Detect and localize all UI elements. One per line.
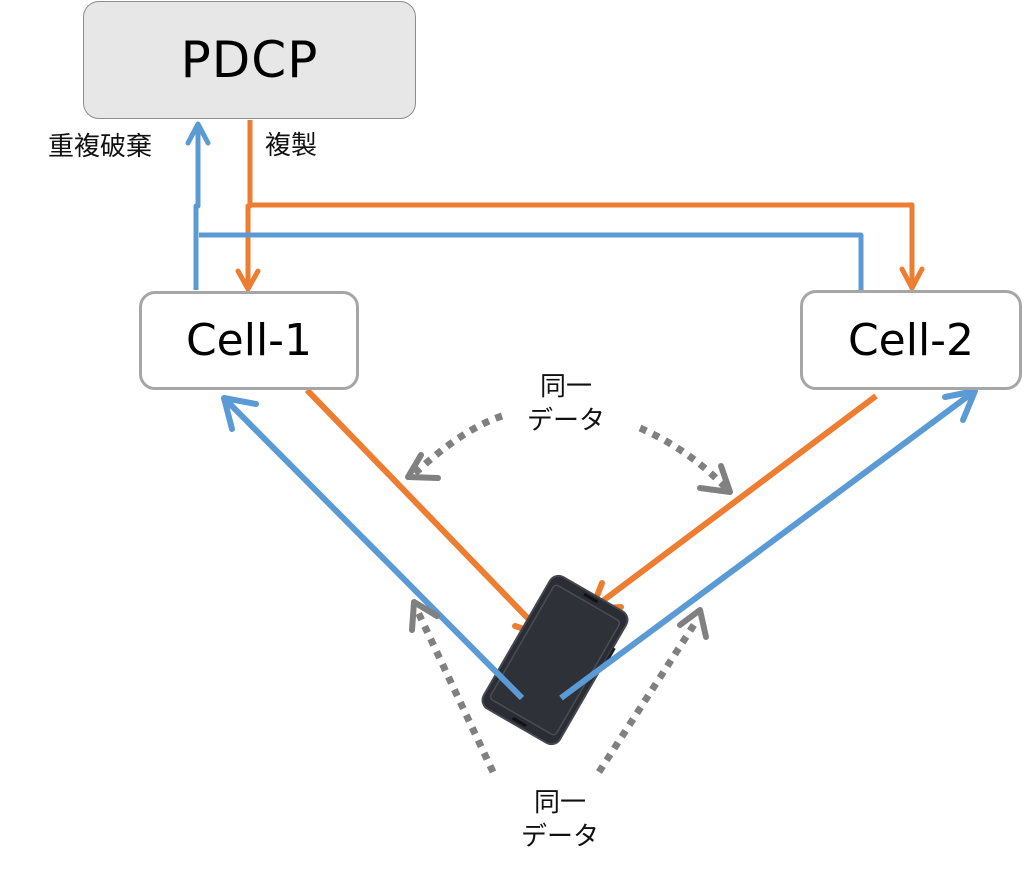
same-data-arrows — [405, 412, 733, 774]
ue-to-cell2-line — [559, 388, 977, 701]
cell2-label: Cell-2 — [847, 314, 975, 366]
pdcp-to-cell2-arrowhead — [899, 266, 925, 291]
same-data-top-right-arrowhead — [697, 463, 733, 495]
same-data-bottom-left-arrowhead — [409, 599, 440, 633]
cell2-to-ue-line — [590, 393, 878, 612]
same-data-bottom-line2: データ — [520, 822, 599, 852]
cell2-node: Cell-2 — [800, 290, 1022, 390]
uplink-cells-to-pdcp — [185, 121, 864, 290]
same-data-top-line2: データ — [526, 406, 605, 436]
pdcp-to-cell1-arrowhead — [235, 268, 261, 292]
cell1-node: Cell-1 — [139, 291, 359, 390]
same-data-top-right-dotted — [638, 424, 731, 493]
cell1-to-pdcp-arrowhead — [185, 121, 211, 146]
smartphone-icon — [481, 574, 629, 746]
same-data-bottom-label: 同一 データ — [490, 786, 630, 854]
same-data-bottom-left-dotted — [414, 610, 497, 774]
cell2-to-pdcp-line — [199, 232, 864, 290]
ue-to-cell1-arrowhead — [221, 395, 259, 432]
same-data-top-line1: 同一 — [539, 372, 592, 402]
pdcp-to-cell2-line — [250, 202, 915, 289]
ue-to-cell2-arrowhead — [942, 388, 978, 423]
same-data-top-left-arrowhead — [405, 452, 441, 481]
cell1-to-pdcp-line — [193, 124, 201, 290]
downlink-duplicate-label: 複製 — [265, 131, 318, 161]
uplink-dedup-label: 重複破棄 — [48, 132, 153, 162]
pdcp-to-cell1-line — [245, 120, 253, 290]
pdcp-node: PDCP — [83, 1, 416, 119]
cell1-to-ue-line — [304, 387, 548, 639]
same-data-bottom-line1: 同一 — [533, 788, 586, 818]
ue-to-cell1-line — [221, 395, 525, 701]
same-data-bottom-right-arrowhead — [677, 607, 709, 640]
same-data-top-left-dotted — [407, 412, 504, 481]
uplink-ue-to-cells — [221, 388, 978, 701]
cell1-label: Cell-1 — [185, 315, 313, 366]
downlink-pdcp-to-cells — [235, 120, 925, 292]
same-data-bottom-right-dotted — [596, 618, 700, 774]
pdcp-label: PDCP — [180, 31, 319, 89]
same-data-top-label: 同一 データ — [496, 370, 636, 438]
